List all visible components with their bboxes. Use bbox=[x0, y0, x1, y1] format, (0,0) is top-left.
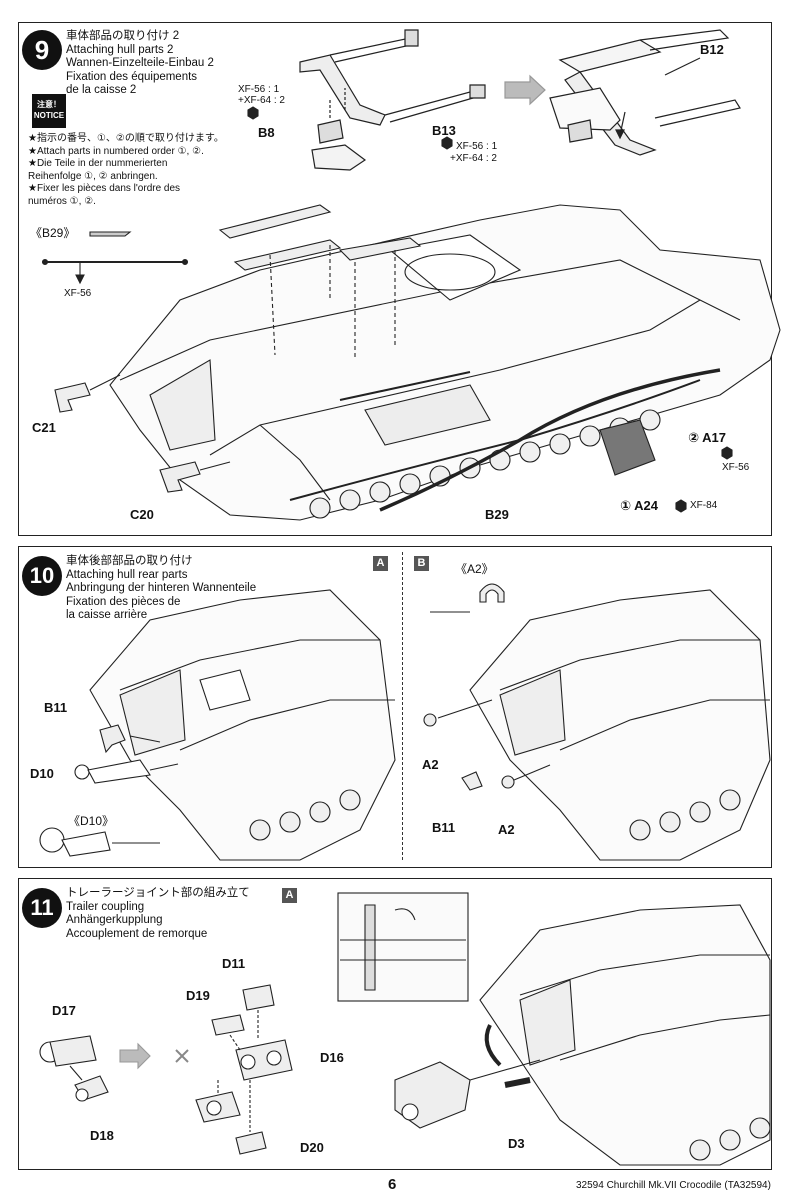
step-11-number: 11 bbox=[22, 888, 62, 928]
label-d18: D18 bbox=[90, 1128, 114, 1143]
notice-en: NOTICE bbox=[33, 111, 65, 120]
note-line: numéros ①, ②. bbox=[28, 195, 96, 207]
label-a24: ① A24 bbox=[620, 498, 658, 513]
label-b13: B13 bbox=[432, 123, 456, 138]
step-10-number: 10 bbox=[22, 556, 62, 596]
notice-badge: 注意！ NOTICE bbox=[32, 94, 66, 128]
label-d19: D19 bbox=[186, 988, 210, 1003]
title-jp: トレーラージョイント部の組み立て bbox=[66, 887, 250, 899]
label-d10: D10 bbox=[30, 766, 54, 781]
b8-paint-2: +XF-64 : 2 bbox=[238, 95, 285, 106]
kit-footer: 32594 Churchill Mk.VII Crocodile (TA3259… bbox=[576, 1180, 771, 1191]
label-b12: B12 bbox=[700, 42, 724, 57]
label-c20: C20 bbox=[130, 507, 154, 522]
a24-paint: XF-84 bbox=[690, 500, 718, 511]
step-10-title: 車体後部部品の取り付け Attaching hull rear parts An… bbox=[66, 555, 256, 623]
title-fr-2: de la caisse 2 bbox=[66, 84, 137, 96]
label-d17: D17 bbox=[52, 1003, 76, 1018]
title-en: Trailer coupling bbox=[66, 900, 145, 913]
note-line: Reihenfolge ①, ② anbringen. bbox=[28, 170, 158, 182]
label-a17: ② A17 bbox=[688, 430, 726, 445]
a17-paint: XF-56 bbox=[722, 462, 750, 473]
step-9-number: 9 bbox=[22, 30, 62, 70]
title-en: Attaching hull parts 2 bbox=[66, 43, 174, 56]
b8-paint-1: XF-56 : 1 bbox=[238, 84, 280, 95]
label-b11-a: B11 bbox=[44, 700, 68, 715]
title-de: Anhängerkupplung bbox=[66, 914, 163, 926]
b29-detail-paint: XF-56 bbox=[64, 288, 92, 299]
note-line: ★Fixer les pièces dans l'ordre des bbox=[28, 183, 181, 194]
step-11-title: トレーラージョイント部の組み立て Trailer coupling Anhäng… bbox=[66, 887, 250, 941]
label-c21: C21 bbox=[32, 420, 56, 435]
note-line: ★指示の番号、①、②の順で取り付けます。 bbox=[28, 133, 224, 144]
label-d11: D11 bbox=[222, 956, 246, 971]
title-jp: 車体後部部品の取り付け bbox=[66, 555, 193, 567]
variant-divider bbox=[402, 552, 403, 860]
page-number: 6 bbox=[388, 1176, 397, 1193]
b29-detail-label: 《B29》 bbox=[30, 226, 76, 240]
title-fr-1: Fixation des pièces de bbox=[66, 595, 181, 608]
variant-tag-b: B bbox=[414, 556, 429, 571]
assembly-notes: ★指示の番号、①、②の順で取り付けます。 ★Attach parts in nu… bbox=[28, 133, 224, 208]
notice-jp: 注意！ bbox=[37, 100, 61, 109]
label-d16: D16 bbox=[320, 1050, 344, 1065]
step-9-title: 車体部品の取り付け 2 Attaching hull parts 2 Wanne… bbox=[66, 30, 214, 98]
b13-paint-2: +XF-64 : 2 bbox=[450, 153, 497, 164]
title-jp: 車体部品の取り付け 2 bbox=[66, 30, 180, 42]
label-a2-bottom: A2 bbox=[498, 822, 515, 837]
note-line: ★Attach parts in numbered order ①, ②. bbox=[28, 145, 204, 157]
a2-detail-label: 《A2》 bbox=[455, 562, 494, 576]
note-line: ★Die Teile in der nummerierten bbox=[28, 158, 168, 169]
b13-paint-1: XF-56 : 1 bbox=[456, 141, 498, 152]
label-b11-b: B11 bbox=[432, 820, 456, 835]
title-en: Attaching hull rear parts bbox=[66, 568, 188, 581]
variant-tag-a: A bbox=[282, 888, 297, 903]
label-d20: D20 bbox=[300, 1140, 324, 1155]
variant-tag-a: A bbox=[373, 556, 388, 571]
title-fr: Accouplement de remorque bbox=[66, 927, 208, 940]
label-b8: B8 bbox=[258, 125, 275, 140]
d10-detail-label: 《D10》 bbox=[68, 814, 115, 828]
title-fr-2: la caisse arrière bbox=[66, 609, 148, 621]
label-d3: D3 bbox=[508, 1136, 525, 1151]
title-fr-1: Fixation des équipements bbox=[66, 70, 198, 83]
label-b29: B29 bbox=[485, 507, 509, 522]
title-de: Wannen-Einzelteile-Einbau 2 bbox=[66, 57, 214, 69]
title-de: Anbringung der hinteren Wannenteile bbox=[66, 582, 257, 594]
label-a2-top: A2 bbox=[422, 757, 439, 772]
